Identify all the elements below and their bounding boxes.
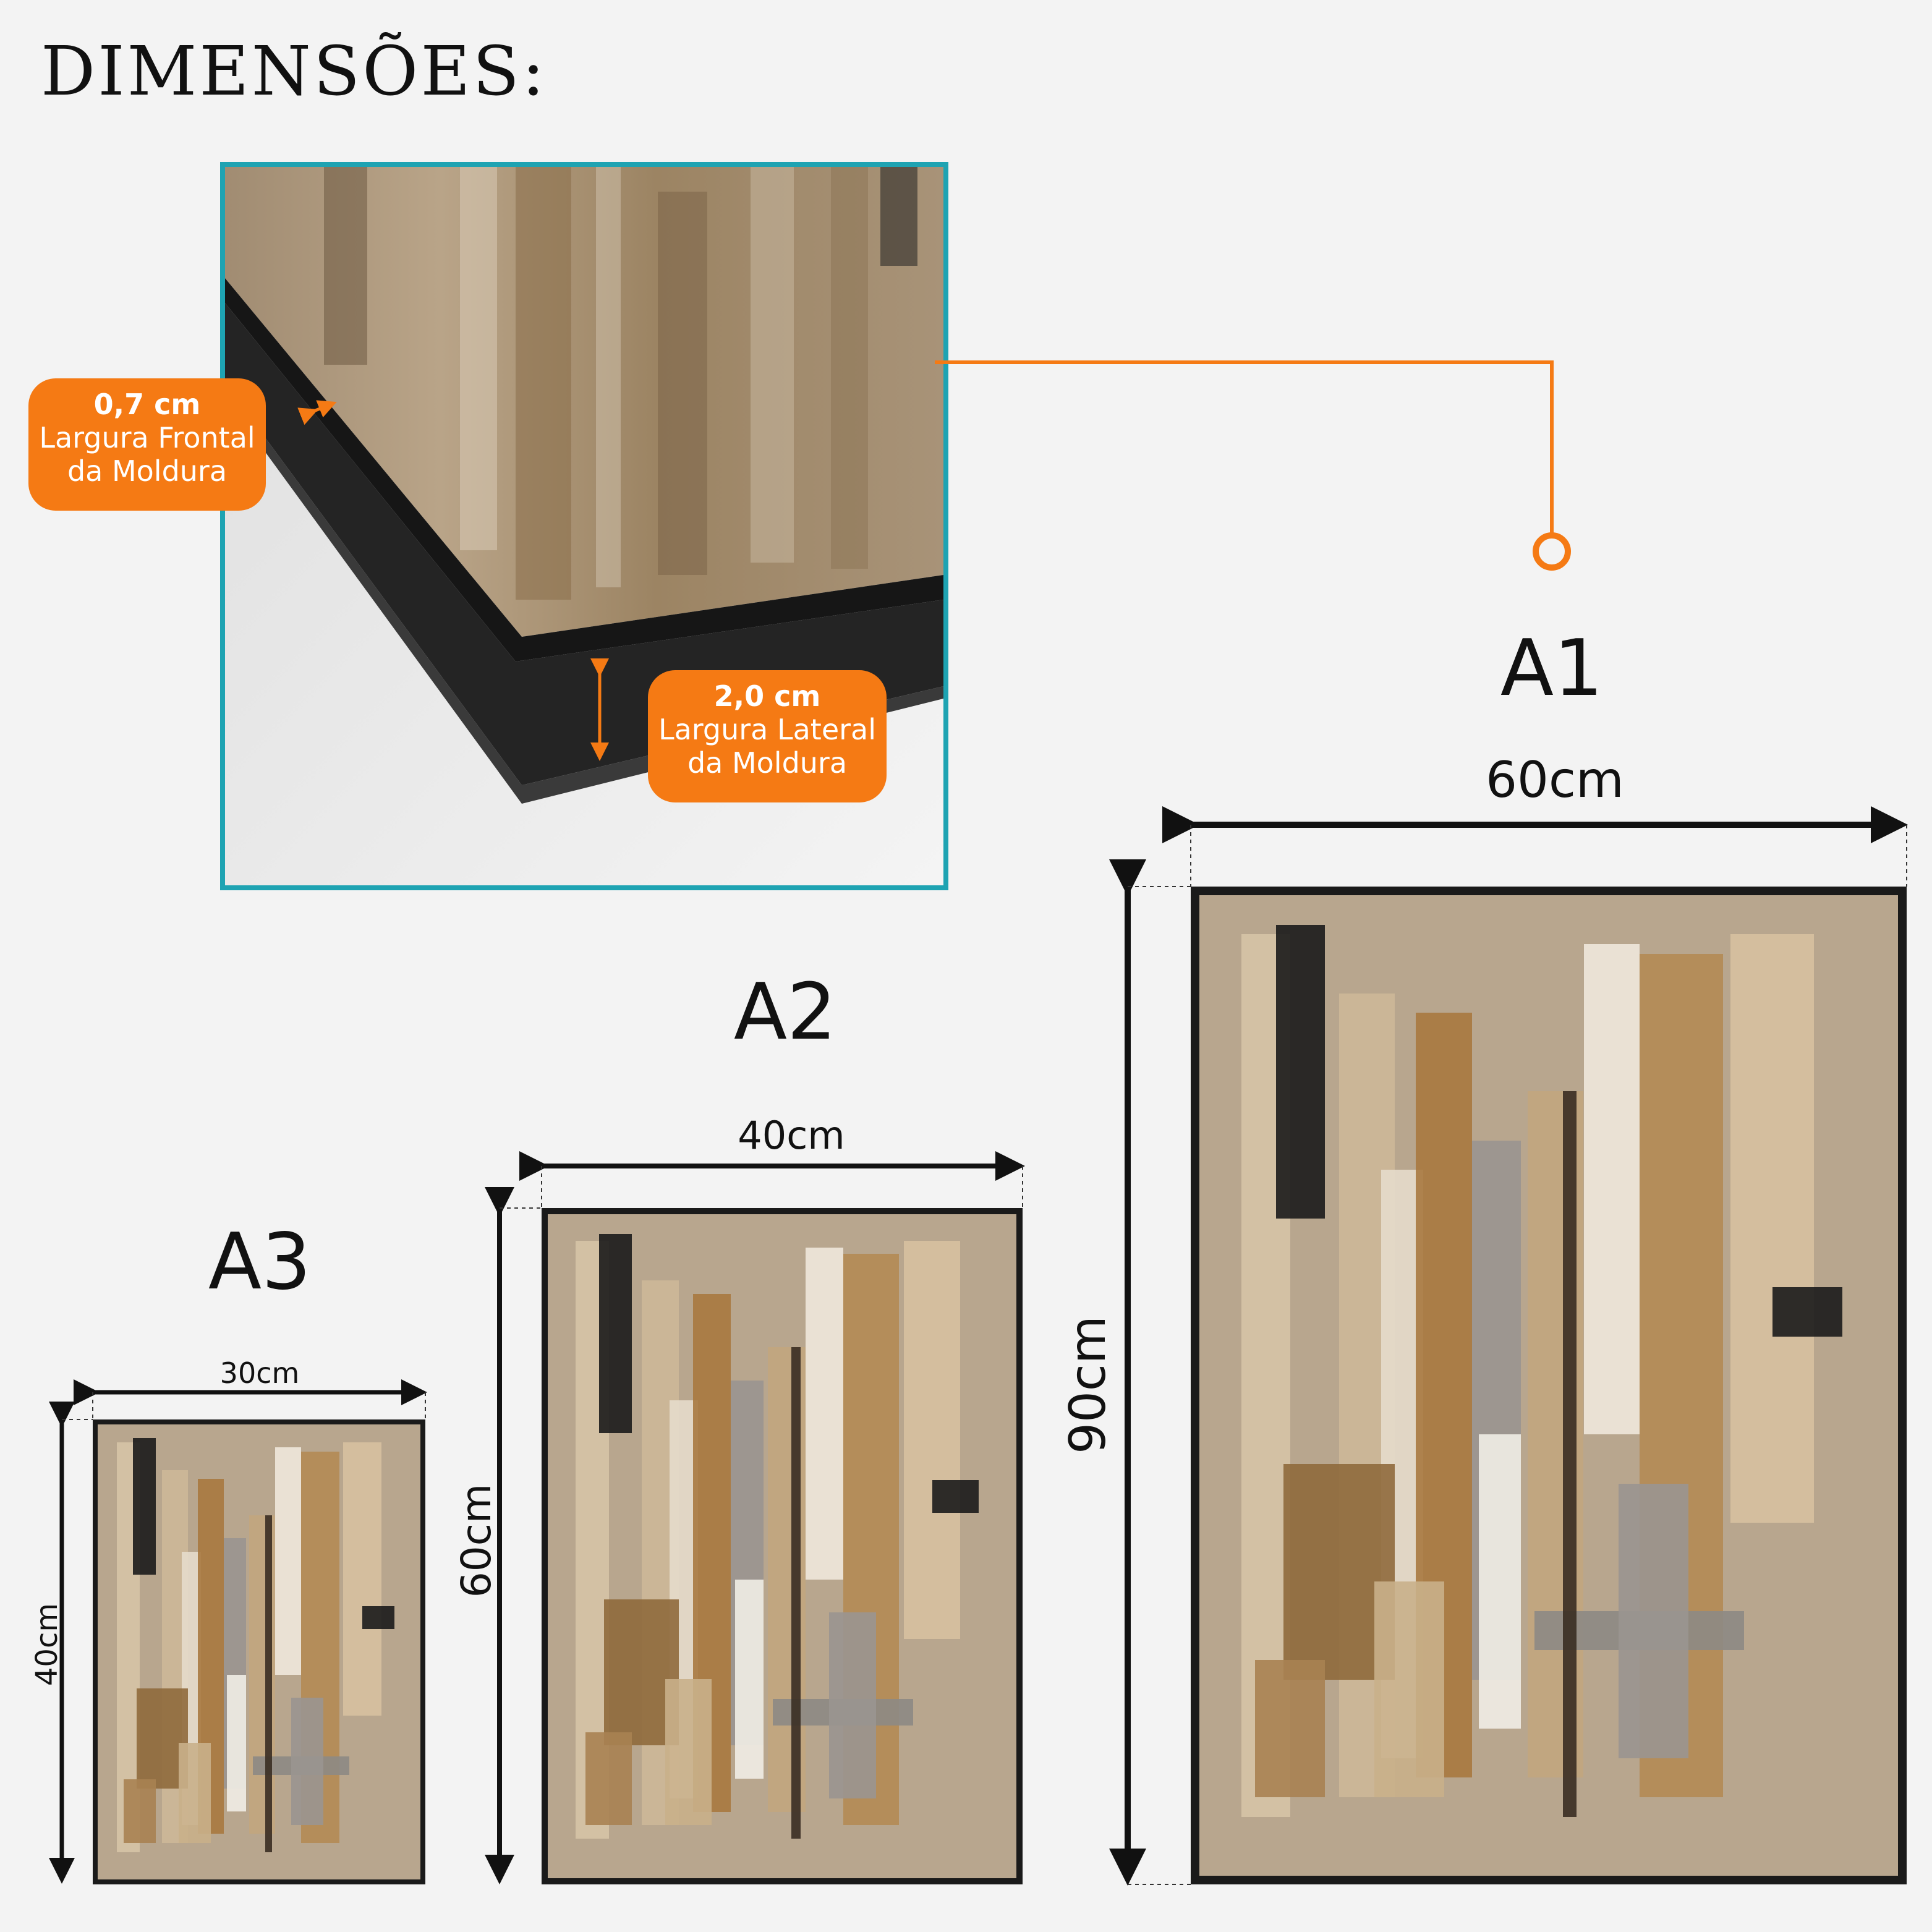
artwork-a1-canvas <box>1199 895 1898 1876</box>
paint-stroke <box>1619 1483 1688 1758</box>
front-width-label-1: Largura Frontal <box>39 420 255 454</box>
paint-stroke <box>932 1479 979 1513</box>
paint-stroke <box>1276 924 1326 1219</box>
page-title: DIMENSÕES: <box>41 32 548 111</box>
front-width-label-2: da Moldura <box>67 454 228 488</box>
size-name-a3: A3 <box>208 1216 312 1307</box>
front-width-badge: 0,7 cm Largura Frontal da Moldura <box>28 378 266 511</box>
paint-stroke <box>123 1779 156 1844</box>
leader-line <box>935 360 1554 535</box>
paint-stroke <box>1583 944 1640 1435</box>
paint-stroke <box>362 1606 395 1630</box>
size-name-a1: A1 <box>1500 623 1604 713</box>
size-name-a2: A2 <box>733 966 837 1057</box>
artwork-a3 <box>93 1419 425 1884</box>
side-width-badge: 2,0 cm Largura Lateral da Moldura <box>648 670 887 802</box>
paint-stroke <box>178 1743 211 1844</box>
artwork-a2 <box>542 1208 1023 1884</box>
paint-stroke <box>805 1247 843 1580</box>
paint-stroke <box>599 1234 632 1434</box>
front-width-value: 0,7 cm <box>93 388 201 421</box>
paint-stroke <box>1730 934 1815 1523</box>
paint-stroke <box>1562 1091 1577 1817</box>
size-width-a1: 60cm <box>1486 751 1624 809</box>
paint-stroke <box>1374 1581 1444 1798</box>
paint-stroke <box>1255 1660 1326 1798</box>
paint-stroke <box>291 1697 324 1825</box>
paint-stroke <box>265 1515 272 1852</box>
size-width-a2: 40cm <box>738 1113 845 1158</box>
paint-stroke <box>226 1674 247 1811</box>
paint-stroke <box>1479 1434 1521 1729</box>
front-width-arrow <box>297 400 337 425</box>
paint-stroke <box>904 1240 961 1640</box>
side-width-value: 2,0 cm <box>713 679 821 713</box>
paint-stroke <box>275 1447 301 1675</box>
artwork-a3-canvas <box>98 1424 420 1879</box>
side-width-label-2: da Moldura <box>687 746 848 780</box>
side-width-label-1: Largura Lateral <box>658 712 877 746</box>
paint-stroke <box>1772 1287 1842 1337</box>
paint-stroke <box>791 1347 801 1839</box>
leader-dot <box>1533 532 1571 571</box>
paint-stroke <box>585 1732 632 1826</box>
artwork-a2-canvas <box>548 1214 1016 1878</box>
paint-stroke <box>828 1612 876 1799</box>
paint-stroke <box>343 1442 382 1716</box>
paint-stroke <box>735 1579 764 1779</box>
paint-stroke <box>665 1679 712 1826</box>
paint-stroke <box>133 1438 156 1575</box>
artwork-a1 <box>1191 887 1907 1884</box>
